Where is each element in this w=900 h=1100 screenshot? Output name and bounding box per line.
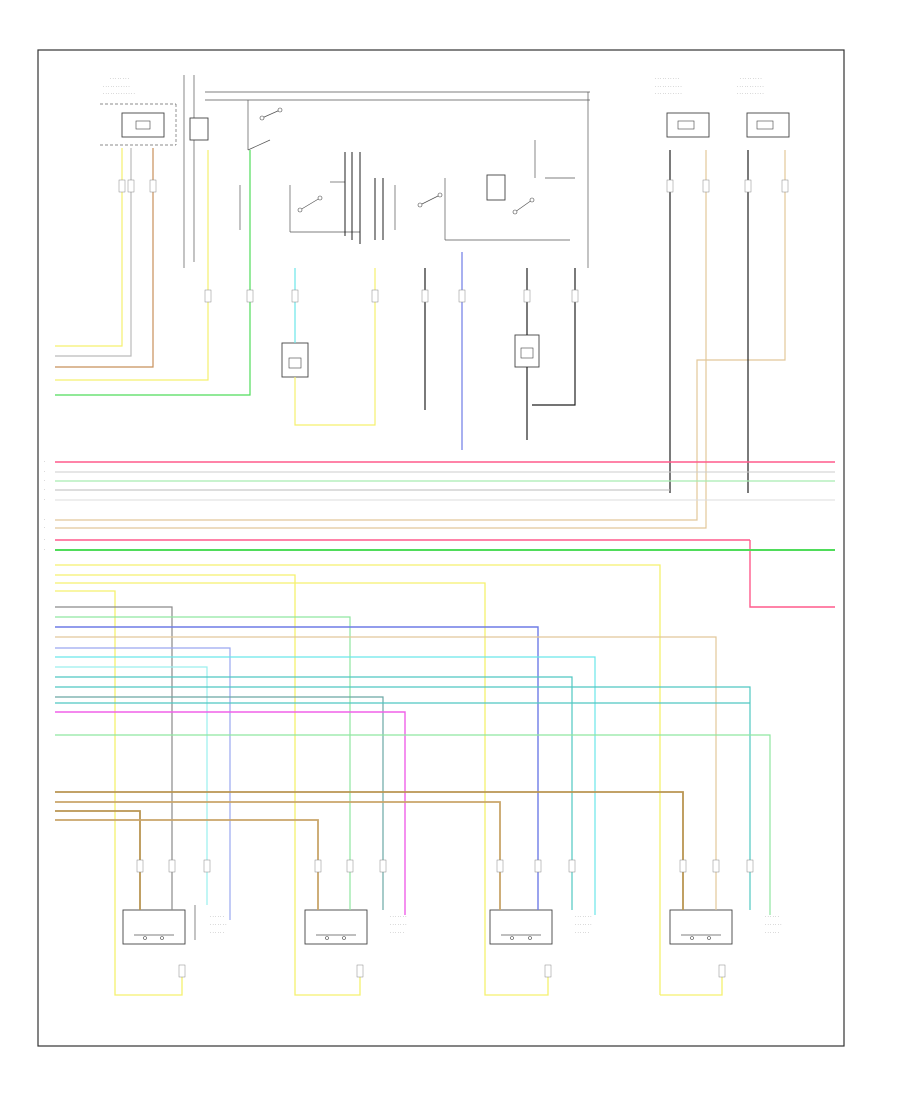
wire-brown-a bbox=[55, 791, 684, 870]
svg-text:· · · · · · ·: · · · · · · · bbox=[210, 922, 227, 927]
svg-text:· · · · · · · ·: · · · · · · · · bbox=[110, 76, 129, 81]
bottom-sensor-2: · · · · · · · · · · · · · · · · · · · · bbox=[304, 909, 407, 945]
wire-green-1 bbox=[55, 150, 251, 396]
svg-text:·: · bbox=[44, 459, 45, 464]
center-relay-right bbox=[514, 334, 540, 368]
wire-teal-c bbox=[55, 696, 384, 870]
svg-text:· · · · · ·: · · · · · · bbox=[575, 930, 589, 935]
svg-text:· · · · · · · · · · ·: · · · · · · · · · · · bbox=[737, 84, 764, 89]
wire-connector-marks bbox=[118, 179, 789, 978]
svg-text:·: · bbox=[44, 478, 45, 483]
center-relay-left bbox=[281, 342, 309, 378]
wire-yellow-1 bbox=[55, 148, 123, 347]
svg-text:· · · · · ·: · · · · · · bbox=[210, 914, 224, 919]
wire-tan-tr bbox=[55, 150, 707, 529]
wire-gray-1 bbox=[55, 148, 132, 357]
bottom-sensor-1: · · · · · · · · · · · · · · · · · · · bbox=[122, 905, 227, 945]
bottom-sensor-4: · · · · · · · · · · · · · · · · · · · bbox=[669, 909, 782, 945]
svg-text:· · · · · · ·: · · · · · · · bbox=[765, 922, 782, 927]
wire-yellow-loop-4 bbox=[55, 590, 183, 996]
wire-magenta-a bbox=[55, 711, 406, 870]
wire-tan-a bbox=[55, 636, 717, 870]
wire-tan-tr2 bbox=[55, 150, 786, 521]
diagram-frame bbox=[37, 49, 845, 1047]
svg-text:· · · · · · ·: · · · · · · · bbox=[390, 914, 407, 919]
svg-text:· · · · · · · · · · ·: · · · · · · · · · · · bbox=[103, 84, 130, 89]
svg-text:·: · bbox=[44, 537, 45, 542]
wire-yellow-loop-1b bbox=[660, 975, 723, 996]
wire-brown-1 bbox=[55, 148, 154, 368]
svg-text:· · · · · · · · · · · · ·: · · · · · · · · · · · · · bbox=[103, 91, 135, 96]
svg-text:·: · bbox=[44, 497, 45, 502]
svg-text:· · · · · · · · · · ·: · · · · · · · · · · · bbox=[737, 91, 764, 96]
svg-text:· · · · · · ·: · · · · · · · bbox=[390, 922, 407, 927]
svg-text:·: · bbox=[44, 517, 45, 522]
top-left-module: · · · · · · · · · · · · · · · · · · · · … bbox=[100, 76, 177, 146]
wire-light-green-b bbox=[55, 734, 771, 870]
wire-gray-a bbox=[55, 606, 173, 870]
svg-text:· · · · · ·: · · · · · · bbox=[210, 930, 224, 935]
wire-yellow-2 bbox=[55, 150, 209, 381]
svg-text:· · · · · ·: · · · · · · bbox=[390, 930, 404, 935]
wire-brown-d bbox=[55, 819, 319, 870]
svg-text:· · · · · · ·: · · · · · · · bbox=[575, 914, 592, 919]
wire-light-green-a bbox=[55, 616, 351, 870]
top-center-switches bbox=[183, 75, 590, 268]
svg-text:· · · · · ·: · · · · · · bbox=[765, 914, 779, 919]
top-right-module-b: · · · · · · · · · · · · · · · · · · · · … bbox=[737, 76, 790, 138]
svg-text:·: · bbox=[44, 487, 45, 492]
svg-text:·: · bbox=[44, 547, 45, 552]
wire-blue-a bbox=[55, 626, 539, 870]
top-right-module-a: · · · · · · · · · · · · · · · · · · · · … bbox=[655, 76, 710, 138]
svg-text:· · · · · · · · · · ·: · · · · · · · · · · · bbox=[655, 91, 682, 96]
wire-yellow-loop-1 bbox=[55, 564, 661, 995]
horizontal-bus bbox=[55, 461, 835, 608]
svg-text:· · · · · · ·: · · · · · · · bbox=[575, 922, 592, 927]
svg-text:· · · · · · · · ·: · · · · · · · · · bbox=[740, 76, 762, 81]
svg-text:· · · · · ·: · · · · · · bbox=[765, 930, 779, 935]
svg-text:·: · bbox=[44, 469, 45, 474]
bottom-connector-stubs bbox=[139, 870, 771, 920]
wire-brown-c bbox=[55, 810, 141, 870]
wire-cyan-a bbox=[55, 656, 596, 870]
wire-yellow-loop-2 bbox=[55, 574, 361, 996]
wire-yellow-center bbox=[294, 268, 376, 426]
bottom-sensor-3: · · · · · · · · · · · · · · · · · · · · bbox=[489, 909, 592, 945]
svg-text:· · · · · · · · · · ·: · · · · · · · · · · · bbox=[655, 84, 682, 89]
wire-teal-a bbox=[55, 676, 573, 870]
svg-text:· · · · · · · · · ·: · · · · · · · · · · bbox=[655, 76, 679, 81]
wire-brown-b bbox=[55, 801, 501, 870]
wire-black-right-drop bbox=[532, 268, 576, 406]
left-connector-labels: · · · · · · · · · bbox=[44, 459, 45, 552]
svg-text:·: · bbox=[44, 525, 45, 530]
wire-light-blue-a bbox=[55, 647, 231, 870]
wire-yellow-loop-3 bbox=[55, 582, 549, 996]
wire-teal-b bbox=[55, 686, 751, 870]
